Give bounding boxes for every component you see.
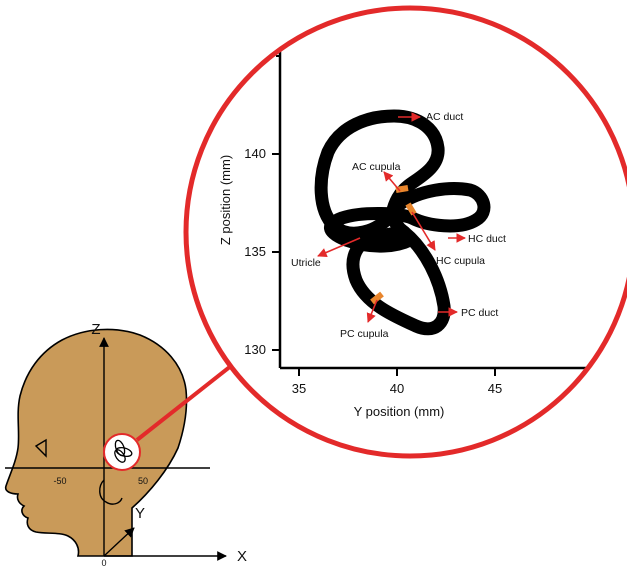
- label-ac-cupula: AC cupula: [352, 161, 401, 173]
- mini-canal-sketch: [114, 439, 133, 463]
- y-tick-label-140: 140: [244, 146, 266, 161]
- posterior-canal: [346, 225, 451, 336]
- label-utricle: Utricle: [291, 257, 321, 269]
- vestibule-link: [385, 207, 411, 239]
- y-tick-label-130: 130: [244, 342, 266, 357]
- y-tick-label-135: 135: [244, 244, 266, 259]
- zoom-circle-ring: [183, 5, 627, 459]
- origin-label: 0: [101, 558, 106, 566]
- x-axis-title: Y position (mm): [354, 404, 445, 419]
- eye-shape: [34, 438, 47, 458]
- semicircular-canals: [314, 109, 491, 336]
- pc-cupula-arrow: [366, 299, 378, 323]
- x-axis-label: X: [237, 548, 247, 565]
- ac-cupula-arrow: [383, 171, 401, 192]
- tick-label-50: 50: [138, 476, 148, 486]
- annotation-arrows: [317, 112, 466, 323]
- zoom-connector-line: [135, 360, 238, 442]
- tick-label-minus50: -50: [53, 476, 66, 486]
- head-diagram: -50 50 Z X Y 0: [4, 321, 247, 566]
- pc-cupula-mark: [370, 291, 384, 305]
- zoom-plot: AC duct AC cupula HC duct HC cupula Utri…: [272, 40, 627, 376]
- x-tick-label-40: 40: [390, 381, 404, 396]
- ear-shape: [99, 479, 123, 505]
- x-tick-label-45: 45: [488, 381, 502, 396]
- label-pc-cupula: PC cupula: [340, 328, 389, 340]
- label-hc-duct: HC duct: [468, 233, 506, 245]
- hc-cupula-arrow: [411, 211, 436, 251]
- head-silhouette: [4, 328, 188, 557]
- y-axis-title: Z position (mm): [218, 155, 233, 245]
- utricle-arrow: [317, 237, 361, 258]
- y-axis-label: Y: [135, 505, 145, 522]
- y-axis-arrow: [103, 527, 135, 557]
- label-hc-cupula: HC cupula: [436, 255, 485, 267]
- x-tick-label-35: 35: [292, 381, 306, 396]
- z-axis-label: Z: [91, 321, 100, 338]
- label-pc-duct: PC duct: [461, 307, 498, 319]
- horizontal-canal: [324, 182, 491, 253]
- label-ac-duct: AC duct: [426, 111, 463, 123]
